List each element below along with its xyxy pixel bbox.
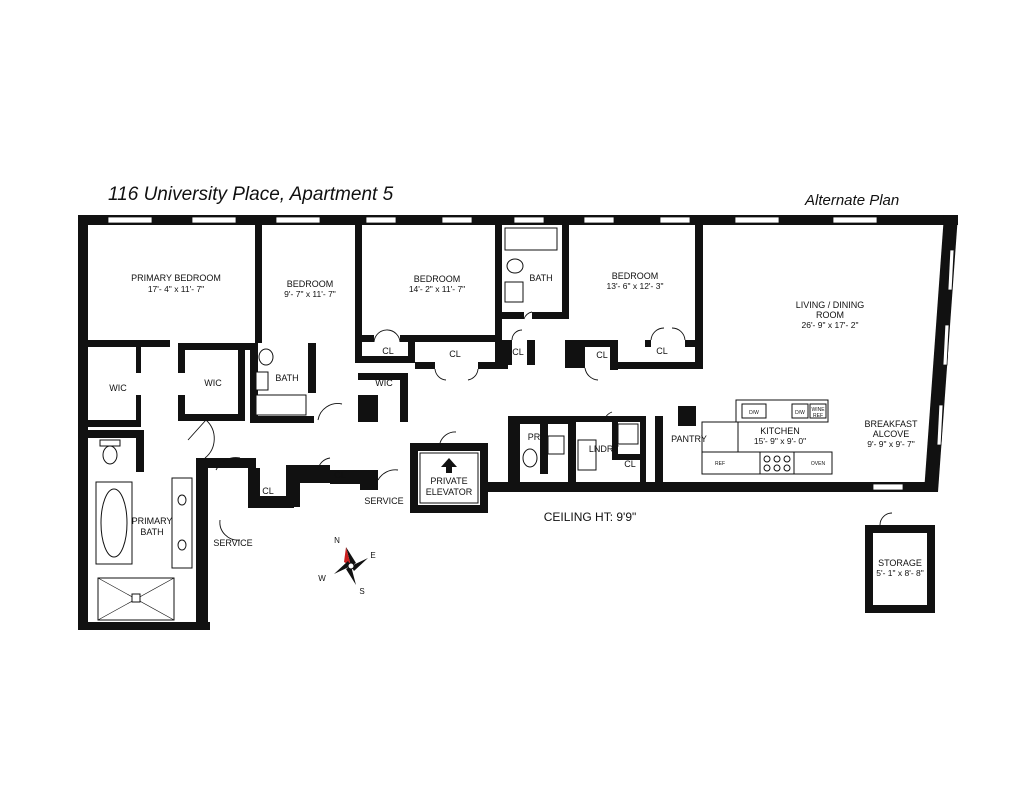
laundry-label: LNDRY xyxy=(589,444,619,454)
wine-ref-label-2: REF xyxy=(813,413,823,419)
closet-label-5: CL xyxy=(656,346,668,356)
doors xyxy=(187,311,686,541)
storage-dims: 5'- 1" x 8'- 8" xyxy=(876,568,924,578)
oven-label: OVEN xyxy=(811,461,826,467)
compass-rose-icon: N E S W xyxy=(318,536,375,596)
plan-title: 116 University Place, Apartment 5 xyxy=(108,184,394,205)
alternate-plan-label: Alternate Plan xyxy=(804,192,899,209)
compass-e: E xyxy=(370,551,375,560)
primary-bath-label-2: BATH xyxy=(140,527,163,537)
primary-bedroom-label: PRIMARY BEDROOM xyxy=(131,273,221,283)
bedroom-3-label: BEDROOM xyxy=(414,274,461,284)
wic-label-3: WIC xyxy=(375,378,393,388)
primary-bath-label-1: PRIMARY xyxy=(132,516,173,526)
compass-n: N xyxy=(334,536,340,545)
bedroom-3-dims: 14'- 2" x 11'- 7" xyxy=(409,284,465,294)
primary-bedroom-dims: 17'- 4" x 11'- 7" xyxy=(148,284,204,294)
bath-label-3: BATH xyxy=(529,273,552,283)
dishwasher-label-1: D/W xyxy=(749,410,759,416)
dishwasher-label-2: D/W xyxy=(795,410,805,416)
living-room-label-2: ROOM xyxy=(816,310,844,320)
closet-label-2: CL xyxy=(449,349,461,359)
compass-w: W xyxy=(318,574,326,583)
closet-label-3: CL xyxy=(512,347,524,357)
compass-s: S xyxy=(359,587,364,596)
bedroom-4-dims: 13'- 6" x 12'- 3" xyxy=(606,281,663,291)
breakfast-alcove-dims: 9'- 9" x 9'- 7" xyxy=(867,439,915,449)
wine-ref-label-1: WINE xyxy=(811,407,825,413)
elevator-label-2: ELEVATOR xyxy=(426,487,473,497)
refrigerator-label: REF xyxy=(715,461,725,467)
closet-label-1: CL xyxy=(382,346,394,356)
bath-label-2: BATH xyxy=(275,373,298,383)
bedroom-2-label: BEDROOM xyxy=(287,279,334,289)
closet-label-8: CL xyxy=(624,459,636,469)
wic-label-1: WIC xyxy=(109,383,127,393)
powder-room-label: PR xyxy=(528,432,541,442)
living-room-dims: 26'- 9" x 17'- 2" xyxy=(801,320,858,330)
bedroom-2-dims: 9'- 7" x 11'- 7" xyxy=(284,289,336,299)
elevator-label-1: PRIVATE xyxy=(430,476,467,486)
arrow-up-icon xyxy=(441,458,457,473)
ceiling-height-label: CEILING HT: 9'9" xyxy=(544,510,637,524)
bedroom-4-label: BEDROOM xyxy=(612,271,659,281)
living-room-label-1: LIVING / DINING xyxy=(796,300,865,310)
closet-label-6: CL xyxy=(262,486,274,496)
kitchen-label: KITCHEN xyxy=(760,426,800,436)
wic-label-2: WIC xyxy=(204,378,222,388)
breakfast-alcove-label-2: ALCOVE xyxy=(873,429,910,439)
pantry-label: PANTRY xyxy=(671,434,707,444)
closet-label-7: CL xyxy=(334,470,346,480)
service-label-1: SERVICE xyxy=(364,496,403,506)
closet-label-4: CL xyxy=(596,350,608,360)
storage-label: STORAGE xyxy=(878,558,922,568)
breakfast-alcove-label-1: BREAKFAST xyxy=(864,419,918,429)
service-label-2: SERVICE xyxy=(213,538,252,548)
storage-room xyxy=(865,512,935,613)
fixtures xyxy=(95,227,833,621)
windows xyxy=(107,216,955,491)
kitchen-dims: 15'- 9" x 9'- 0" xyxy=(754,436,806,446)
